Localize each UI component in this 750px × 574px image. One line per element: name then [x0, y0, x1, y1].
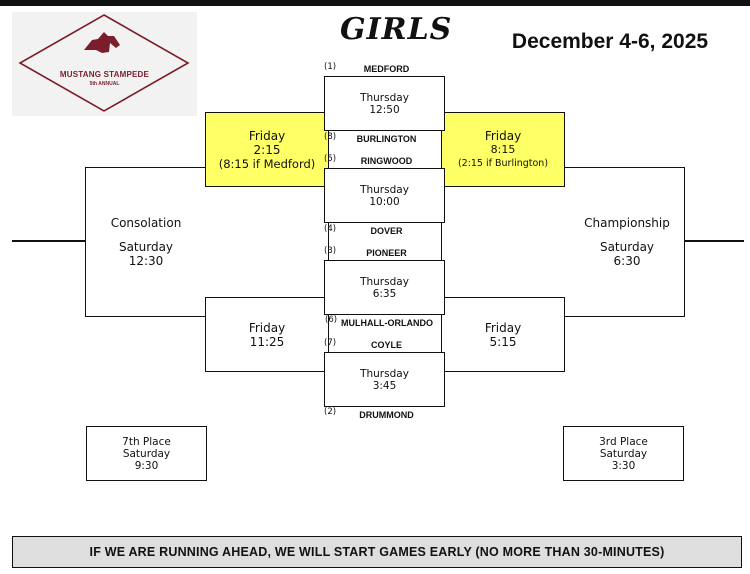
championship-day: Saturday [599, 240, 655, 254]
first-round-game-2: Thursday 10:00 [324, 168, 445, 223]
team-burlington: BURLINGTON [356, 134, 417, 144]
seed-3: (3) [324, 246, 337, 256]
winner-semifinal-top: Friday 8:15 (2:15 if Burlington) [441, 112, 565, 187]
winner-semifinal-bottom: Friday 5:15 [441, 297, 565, 372]
page-title: GIRLS [340, 12, 453, 47]
team-dover: DOVER [370, 226, 403, 236]
semi-bottom-left-day: Friday [248, 320, 286, 335]
seventh-place-game: 7th Place Saturday 9:30 [86, 426, 207, 481]
mustang-stampede-logo: MUSTANG STAMPEDE 5th ANNUAL [12, 12, 197, 116]
seventh-place-time: 9:30 [134, 459, 159, 472]
semi-top-left-note: (8:15 if Medford) [218, 156, 316, 171]
game-2-day: Thursday [360, 183, 409, 196]
semi-top-right-time: 8:15 [490, 142, 516, 156]
loser-semifinal-bottom: Friday 11:25 [205, 297, 329, 372]
semi-bottom-right-time: 5:15 [489, 334, 517, 349]
third-place-time: 3:30 [611, 459, 636, 472]
championship-line [684, 240, 744, 242]
game-1-time: 12:50 [369, 103, 400, 116]
seed-8: (8) [324, 132, 337, 142]
seventh-place-title: 7th Place [122, 435, 171, 448]
logo-title: MUSTANG STAMPEDE [59, 70, 150, 79]
third-place-title: 3rd Place [599, 435, 648, 448]
seed-2: (2) [324, 407, 337, 417]
seed-4: (4) [324, 224, 337, 234]
game-4-time: 3:45 [372, 379, 397, 392]
horse-icon [84, 32, 120, 53]
semi-top-left-time: 2:15 [253, 142, 281, 157]
top-border [0, 0, 750, 6]
game-3-time: 6:35 [372, 287, 397, 300]
semi-top-right-note: (2:15 if Burlington) [457, 157, 549, 169]
team-drummond: DRUMMOND [359, 410, 414, 420]
seed-7: (7) [324, 338, 337, 348]
team-mulhall-orlando: MULHALL-ORLANDO [341, 318, 433, 328]
semi-top-right-day: Friday [484, 128, 522, 143]
logo-subtitle: 5th ANNUAL [89, 81, 120, 87]
consolation-day: Saturday [118, 240, 174, 254]
third-place-day: Saturday [599, 447, 648, 460]
seventh-place-day: Saturday [122, 447, 171, 460]
championship-time: 6:30 [613, 254, 641, 268]
third-place-game: 3rd Place Saturday 3:30 [563, 426, 684, 481]
team-pioneer: PIONEER [366, 248, 407, 258]
seed-1: (1) [324, 62, 337, 72]
early-start-notice: IF WE ARE RUNNING AHEAD, WE WILL START G… [12, 536, 742, 568]
seed-6: (6) [325, 315, 338, 325]
game-1-day: Thursday [360, 91, 409, 104]
consolation-time: 12:30 [128, 254, 164, 268]
game-4-day: Thursday [360, 367, 409, 380]
game-2-time: 10:00 [369, 195, 400, 208]
tournament-date: December 4-6, 2025 [511, 30, 709, 53]
first-round-game-4: Thursday 3:45 [324, 352, 445, 407]
consolation-title: Consolation [110, 216, 182, 230]
game-3-day: Thursday [360, 275, 409, 288]
consolation-bracket: Consolation Saturday 12:30 [85, 167, 329, 317]
team-ringwood: RINGWOOD [360, 156, 413, 166]
loser-semifinal-top: Friday 2:15 (8:15 if Medford) [205, 112, 329, 187]
semi-top-left-day: Friday [248, 128, 286, 143]
first-round-game-3: Thursday 6:35 [324, 260, 445, 315]
semi-bottom-left-time: 11:25 [249, 334, 285, 349]
championship-title: Championship [584, 216, 670, 230]
championship-bracket: Championship Saturday 6:30 [441, 167, 685, 317]
first-round-game-1: Thursday 12:50 [324, 76, 445, 131]
team-medford: MEDFORD [363, 64, 410, 74]
seed-5: (5) [324, 154, 337, 164]
consolation-line [12, 240, 86, 242]
team-coyle: COYLE [370, 340, 402, 350]
logo-diamond-icon [18, 14, 190, 112]
semi-bottom-right-day: Friday [484, 320, 522, 335]
